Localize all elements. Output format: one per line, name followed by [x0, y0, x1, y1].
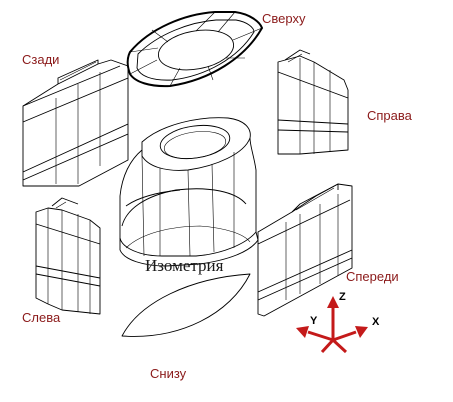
- label-isometric: Изометрия: [145, 256, 224, 275]
- y-arrowhead-icon: [296, 326, 309, 338]
- neg-x-axis: [331, 338, 348, 354]
- label-back: Сзади: [22, 52, 59, 67]
- right-view[interactable]: [277, 49, 349, 155]
- z-axis-label: Z: [339, 291, 346, 303]
- label-front: Спереди: [346, 269, 399, 284]
- label-top: Сверху: [262, 11, 306, 26]
- label-bottom: Снизу: [150, 366, 187, 381]
- bottom-view[interactable]: [121, 273, 251, 337]
- axis-triad: Z Y X: [296, 291, 380, 354]
- front-view[interactable]: [257, 183, 353, 317]
- z-arrowhead-icon: [327, 296, 339, 308]
- y-axis: [307, 330, 334, 342]
- label-right: Справа: [367, 108, 413, 123]
- back-view[interactable]: [22, 59, 129, 187]
- isometric-view[interactable]: [119, 117, 259, 267]
- x-arrowhead-icon: [355, 326, 368, 338]
- x-axis: [332, 330, 357, 342]
- y-axis-label: Y: [310, 315, 318, 327]
- x-axis-label: X: [372, 316, 380, 328]
- left-view[interactable]: [35, 197, 101, 315]
- label-left: Слева: [22, 310, 61, 325]
- neg-y-axis: [320, 338, 335, 354]
- top-view[interactable]: [126, 11, 264, 88]
